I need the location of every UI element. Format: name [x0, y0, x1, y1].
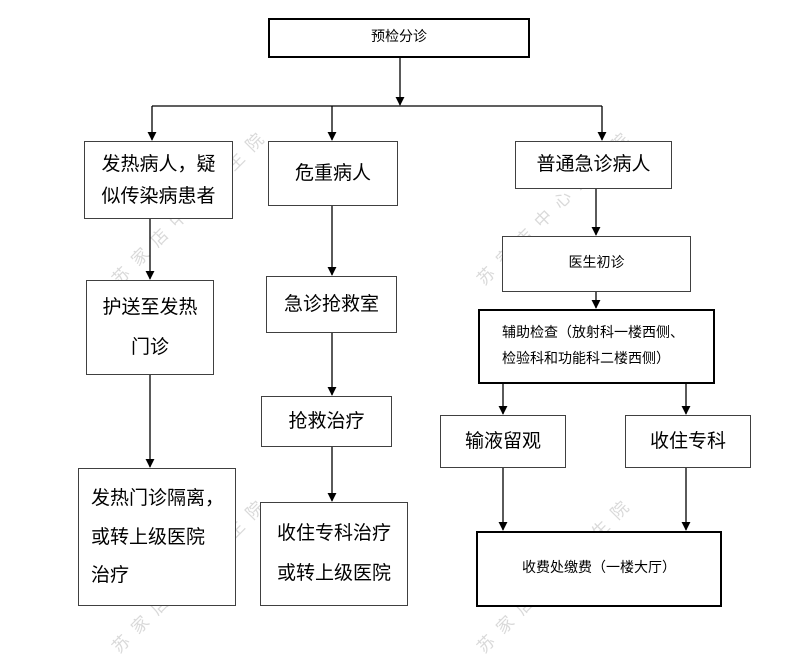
node-normal-patient-label: 普通急诊病人 — [536, 153, 651, 176]
node-admit-specialty-label: 收住专科 — [649, 429, 726, 452]
node-critical-patient: 危重病人 — [268, 141, 398, 206]
node-payment-label: 收费处缴费（一楼大厅） — [522, 560, 676, 577]
node-auxiliary-exam-label: 辅助检查（放射科一楼西侧、 检验科和功能科二楼西侧） — [502, 324, 684, 367]
node-doctor-first-visit-label: 医生初诊 — [568, 255, 625, 272]
node-emergency-room-label: 急诊抢救室 — [283, 292, 379, 315]
node-to-fever-clinic-label: 护送至发热 门诊 — [102, 295, 198, 358]
node-rescue-treatment-label: 抢救治疗 — [288, 409, 365, 432]
node-triage-label: 预检分诊 — [371, 29, 427, 46]
node-infusion-observation: 输液留观 — [440, 415, 566, 468]
node-admit-or-transfer-label: 收住专科治疗 或转上级医院 — [276, 522, 391, 584]
node-rescue-treatment: 抢救治疗 — [261, 396, 392, 447]
node-emergency-room: 急诊抢救室 — [266, 276, 397, 333]
node-fever-isolation-label: 发热门诊隔离， 或转上级医院 治疗 — [91, 486, 225, 587]
node-admit-or-transfer: 收住专科治疗 或转上级医院 — [260, 502, 408, 606]
node-admit-specialty: 收住专科 — [625, 415, 751, 468]
node-triage: 预检分诊 — [268, 18, 530, 58]
node-fever-patient: 发热病人，疑 似传染病患者 — [84, 141, 233, 219]
node-auxiliary-exam: 辅助检查（放射科一楼西侧、 检验科和功能科二楼西侧） — [478, 309, 715, 384]
node-critical-patient-label: 危重病人 — [294, 161, 371, 184]
node-fever-isolation: 发热门诊隔离， 或转上级医院 治疗 — [78, 468, 236, 606]
node-doctor-first-visit: 医生初诊 — [502, 236, 691, 292]
node-normal-patient: 普通急诊病人 — [515, 141, 672, 189]
node-to-fever-clinic: 护送至发热 门诊 — [86, 280, 214, 375]
node-fever-patient-label: 发热病人，疑 似传染病患者 — [101, 152, 216, 207]
node-infusion-observation-label: 输液留观 — [464, 429, 541, 452]
node-payment: 收费处缴费（一楼大厅） — [476, 531, 722, 607]
